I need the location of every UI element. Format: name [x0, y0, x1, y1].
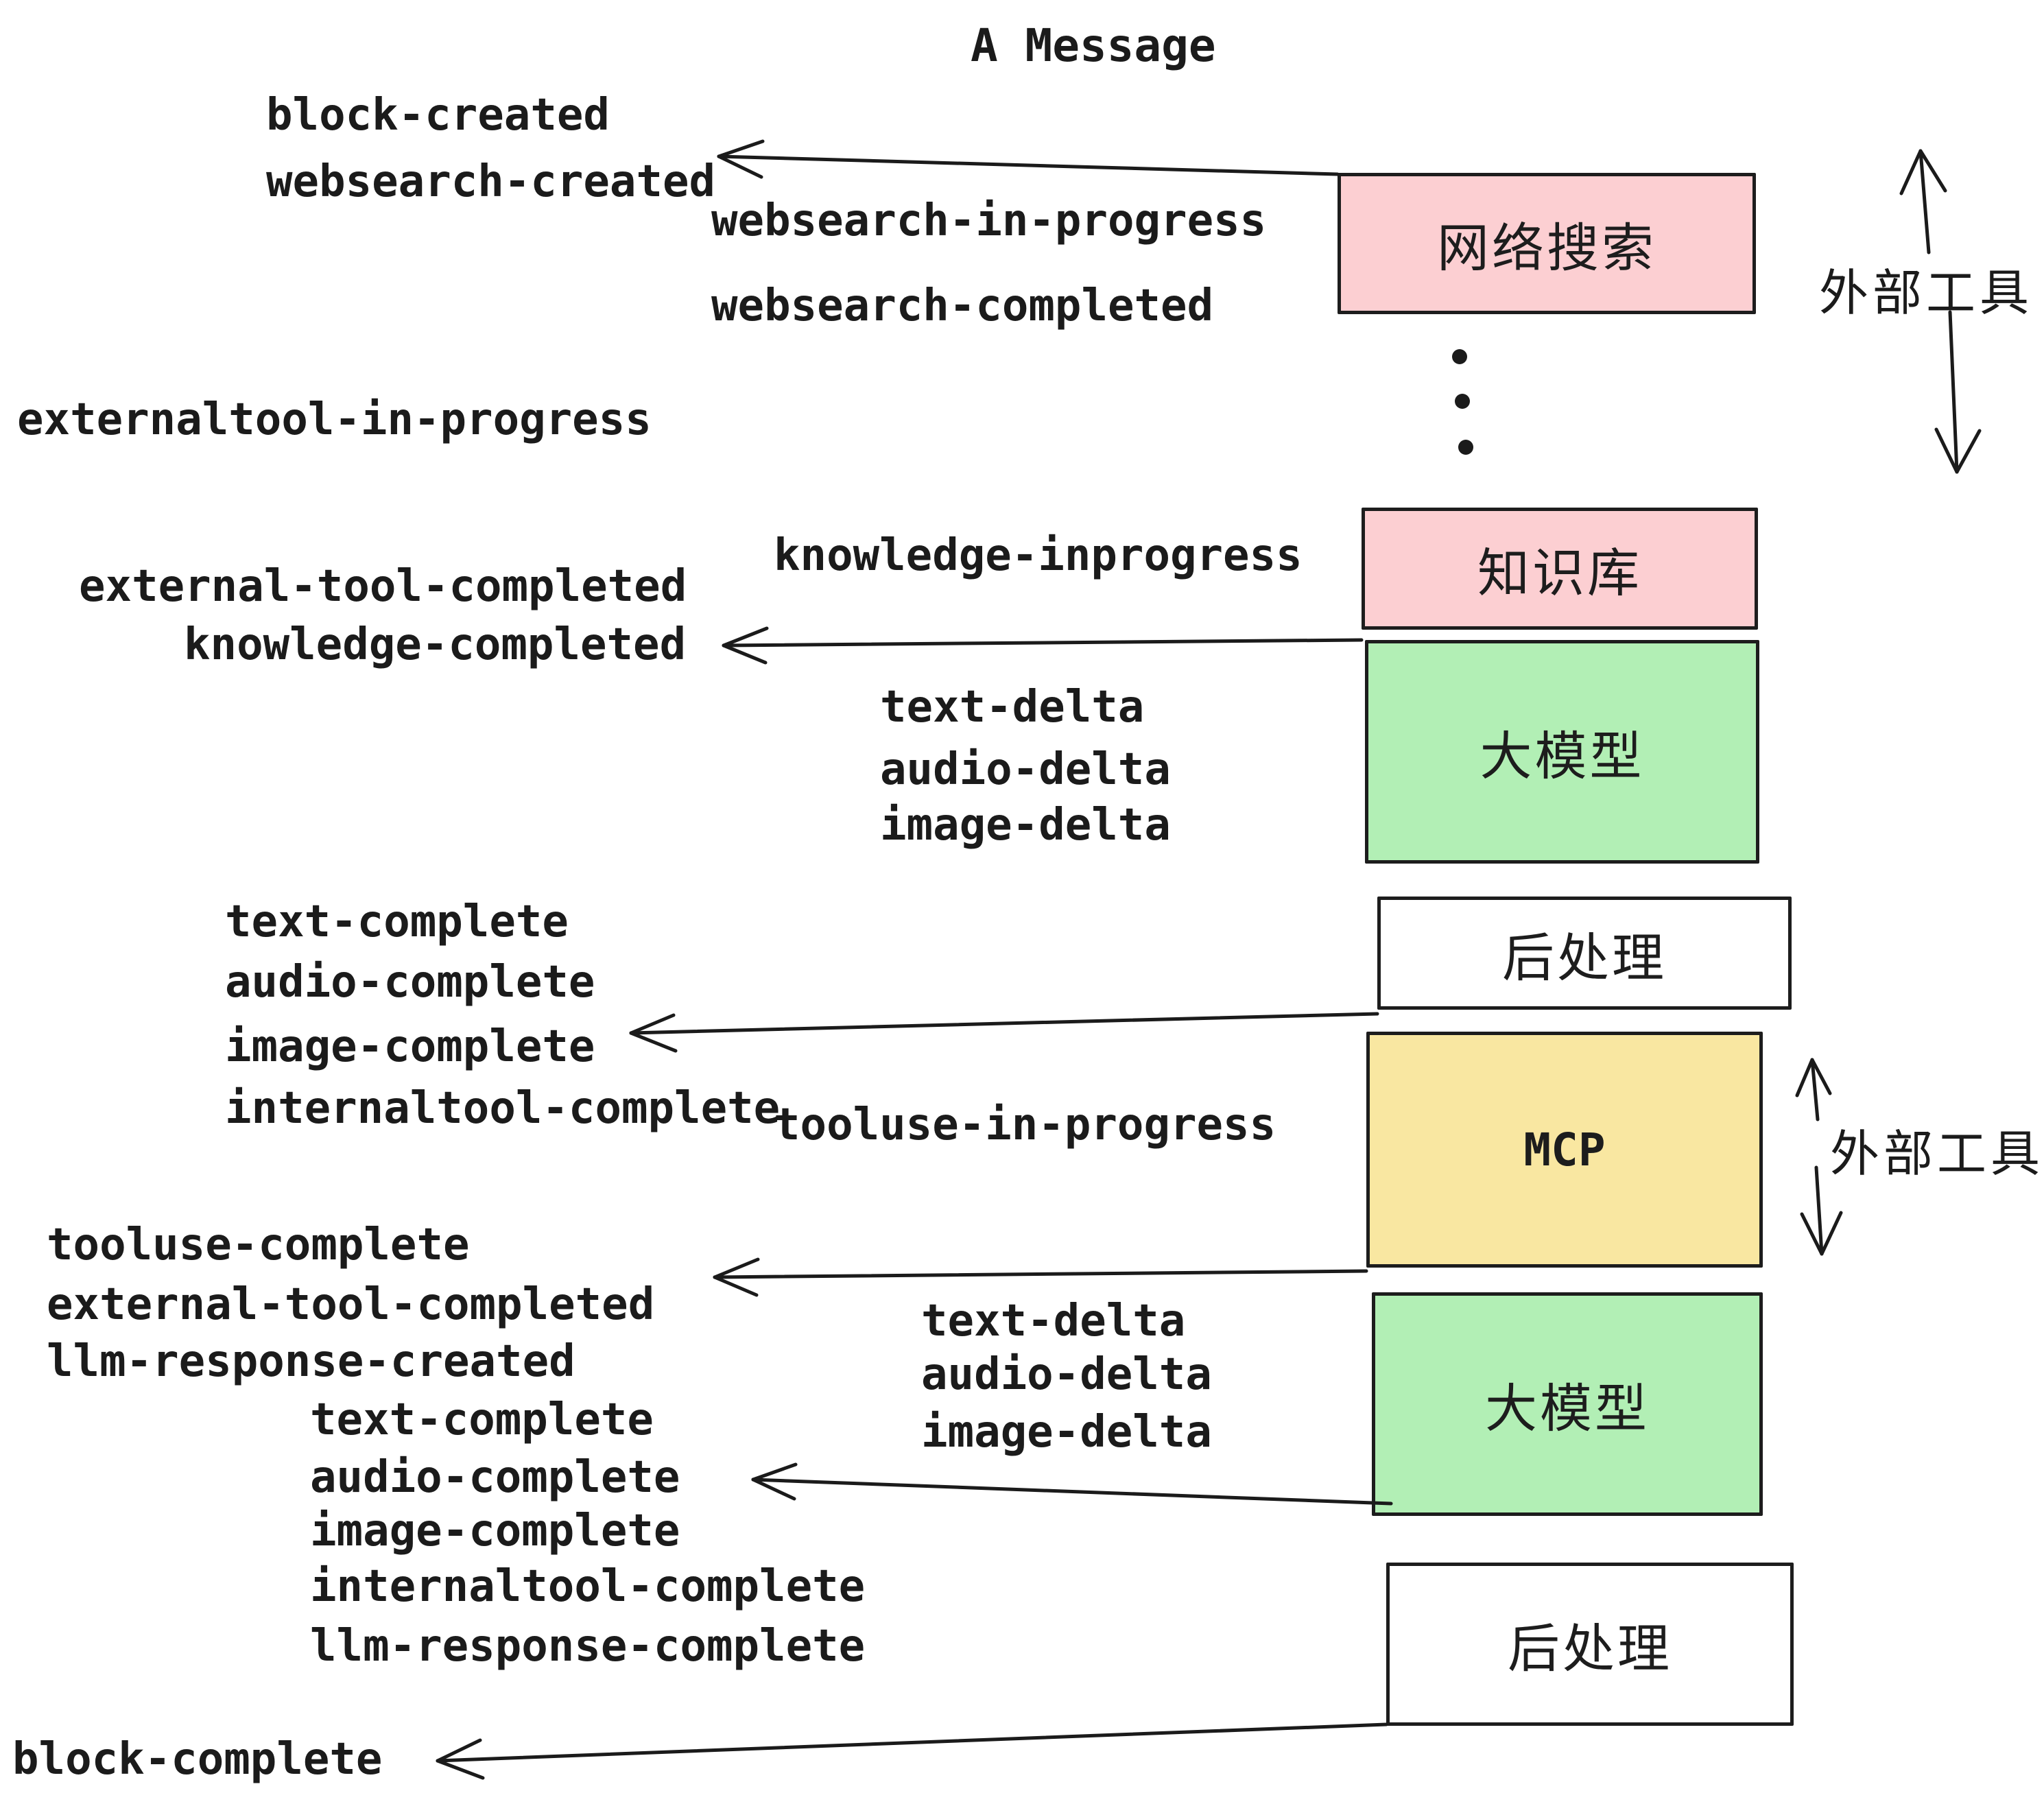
- arrow-external-tools-bottom-up: [1795, 1058, 1832, 1121]
- arrow-websearch-to-created: [717, 139, 1340, 179]
- event-label-tooluse-in-progress: tooluse-in-progress: [774, 1100, 1276, 1150]
- event-label-text-delta-2: text-delta: [921, 1296, 1186, 1346]
- event-label-externaltool-in-progress: externaltool-in-progress: [17, 394, 652, 445]
- event-label-image-delta-1: image-delta: [880, 800, 1171, 851]
- node-postprocess-1: 后处理: [1377, 897, 1792, 1010]
- arrow-llm2-to-complete-list: [751, 1462, 1393, 1506]
- event-label-image-complete-2: image-complete: [310, 1506, 680, 1556]
- event-label-image-complete-1: image-complete: [225, 1021, 595, 1072]
- node-knowledge-label: 知识库: [1477, 545, 1642, 603]
- event-label-knowledge-completed: knowledge-completed: [184, 619, 687, 670]
- event-label-tooluse-complete: tooluse-complete: [47, 1220, 470, 1270]
- node-llm-2: 大模型: [1372, 1292, 1763, 1516]
- page-title: A Message: [971, 19, 1216, 72]
- node-postprocess-2: 后处理: [1386, 1563, 1794, 1726]
- event-label-block-complete: block-complete: [12, 1734, 383, 1785]
- arrow-external-tools-top-down: [1934, 310, 1982, 474]
- event-label-llm-response-created: llm-response-created: [47, 1336, 575, 1387]
- arrow-postprocess2-to-block-complete: [436, 1722, 1388, 1780]
- event-label-text-complete-2: text-complete: [310, 1394, 654, 1445]
- node-llm-1: 大模型: [1365, 640, 1759, 864]
- node-mcp: MCP: [1366, 1032, 1763, 1268]
- ellipsis-dots-icon: [1452, 349, 1473, 455]
- event-label-audio-complete-2: audio-complete: [310, 1452, 680, 1503]
- event-label-external-tool-completed-2: external-tool-completed: [47, 1279, 655, 1330]
- arrow-knowledge-to-completed: [722, 626, 1364, 665]
- node-mcp-label: MCP: [1523, 1123, 1606, 1176]
- node-knowledge: 知识库: [1362, 508, 1758, 630]
- node-postprocess-1-label: 后处理: [1502, 929, 1667, 988]
- node-llm-1-label: 大模型: [1479, 728, 1645, 786]
- event-label-websearch-in-progress: websearch-in-progress: [711, 195, 1267, 246]
- arrow-mcp-to-tooluse-complete: [713, 1257, 1368, 1297]
- event-label-websearch-completed: websearch-completed: [711, 281, 1214, 331]
- event-label-internaltool-complete-2: internaltool-complete: [310, 1561, 866, 1612]
- event-label-block-created: block-created: [266, 90, 610, 141]
- node-websearch-label: 网络搜索: [1437, 219, 1656, 278]
- event-label-text-complete-1: text-complete: [225, 897, 569, 947]
- event-label-websearch-created: websearch-created: [266, 156, 716, 207]
- event-label-audio-delta-2: audio-delta: [921, 1349, 1212, 1400]
- event-label-audio-delta-1: audio-delta: [880, 744, 1171, 795]
- event-label-knowledge-inprogress: knowledge-inprogress: [774, 530, 1303, 581]
- external-tools-annotation-top: 外部工具: [1819, 266, 2034, 321]
- event-label-text-delta-1: text-delta: [880, 682, 1145, 733]
- arrow-postprocess1-to-complete-list: [629, 1012, 1379, 1053]
- external-tools-annotation-bottom: 外部工具: [1830, 1127, 2044, 1182]
- event-label-audio-complete-1: audio-complete: [225, 957, 595, 1008]
- event-label-image-delta-2: image-delta: [921, 1407, 1212, 1458]
- event-label-llm-response-complete: llm-response-complete: [310, 1621, 866, 1672]
- arrow-external-tools-top-up: [1899, 149, 1947, 254]
- node-websearch: 网络搜索: [1338, 173, 1756, 314]
- event-label-external-tool-completed: external-tool-completed: [79, 561, 687, 612]
- node-postprocess-2-label: 后处理: [1508, 1620, 1672, 1678]
- node-llm-2-label: 大模型: [1485, 1380, 1650, 1438]
- event-label-internaltool-complete-1: internaltool-complete: [225, 1083, 781, 1134]
